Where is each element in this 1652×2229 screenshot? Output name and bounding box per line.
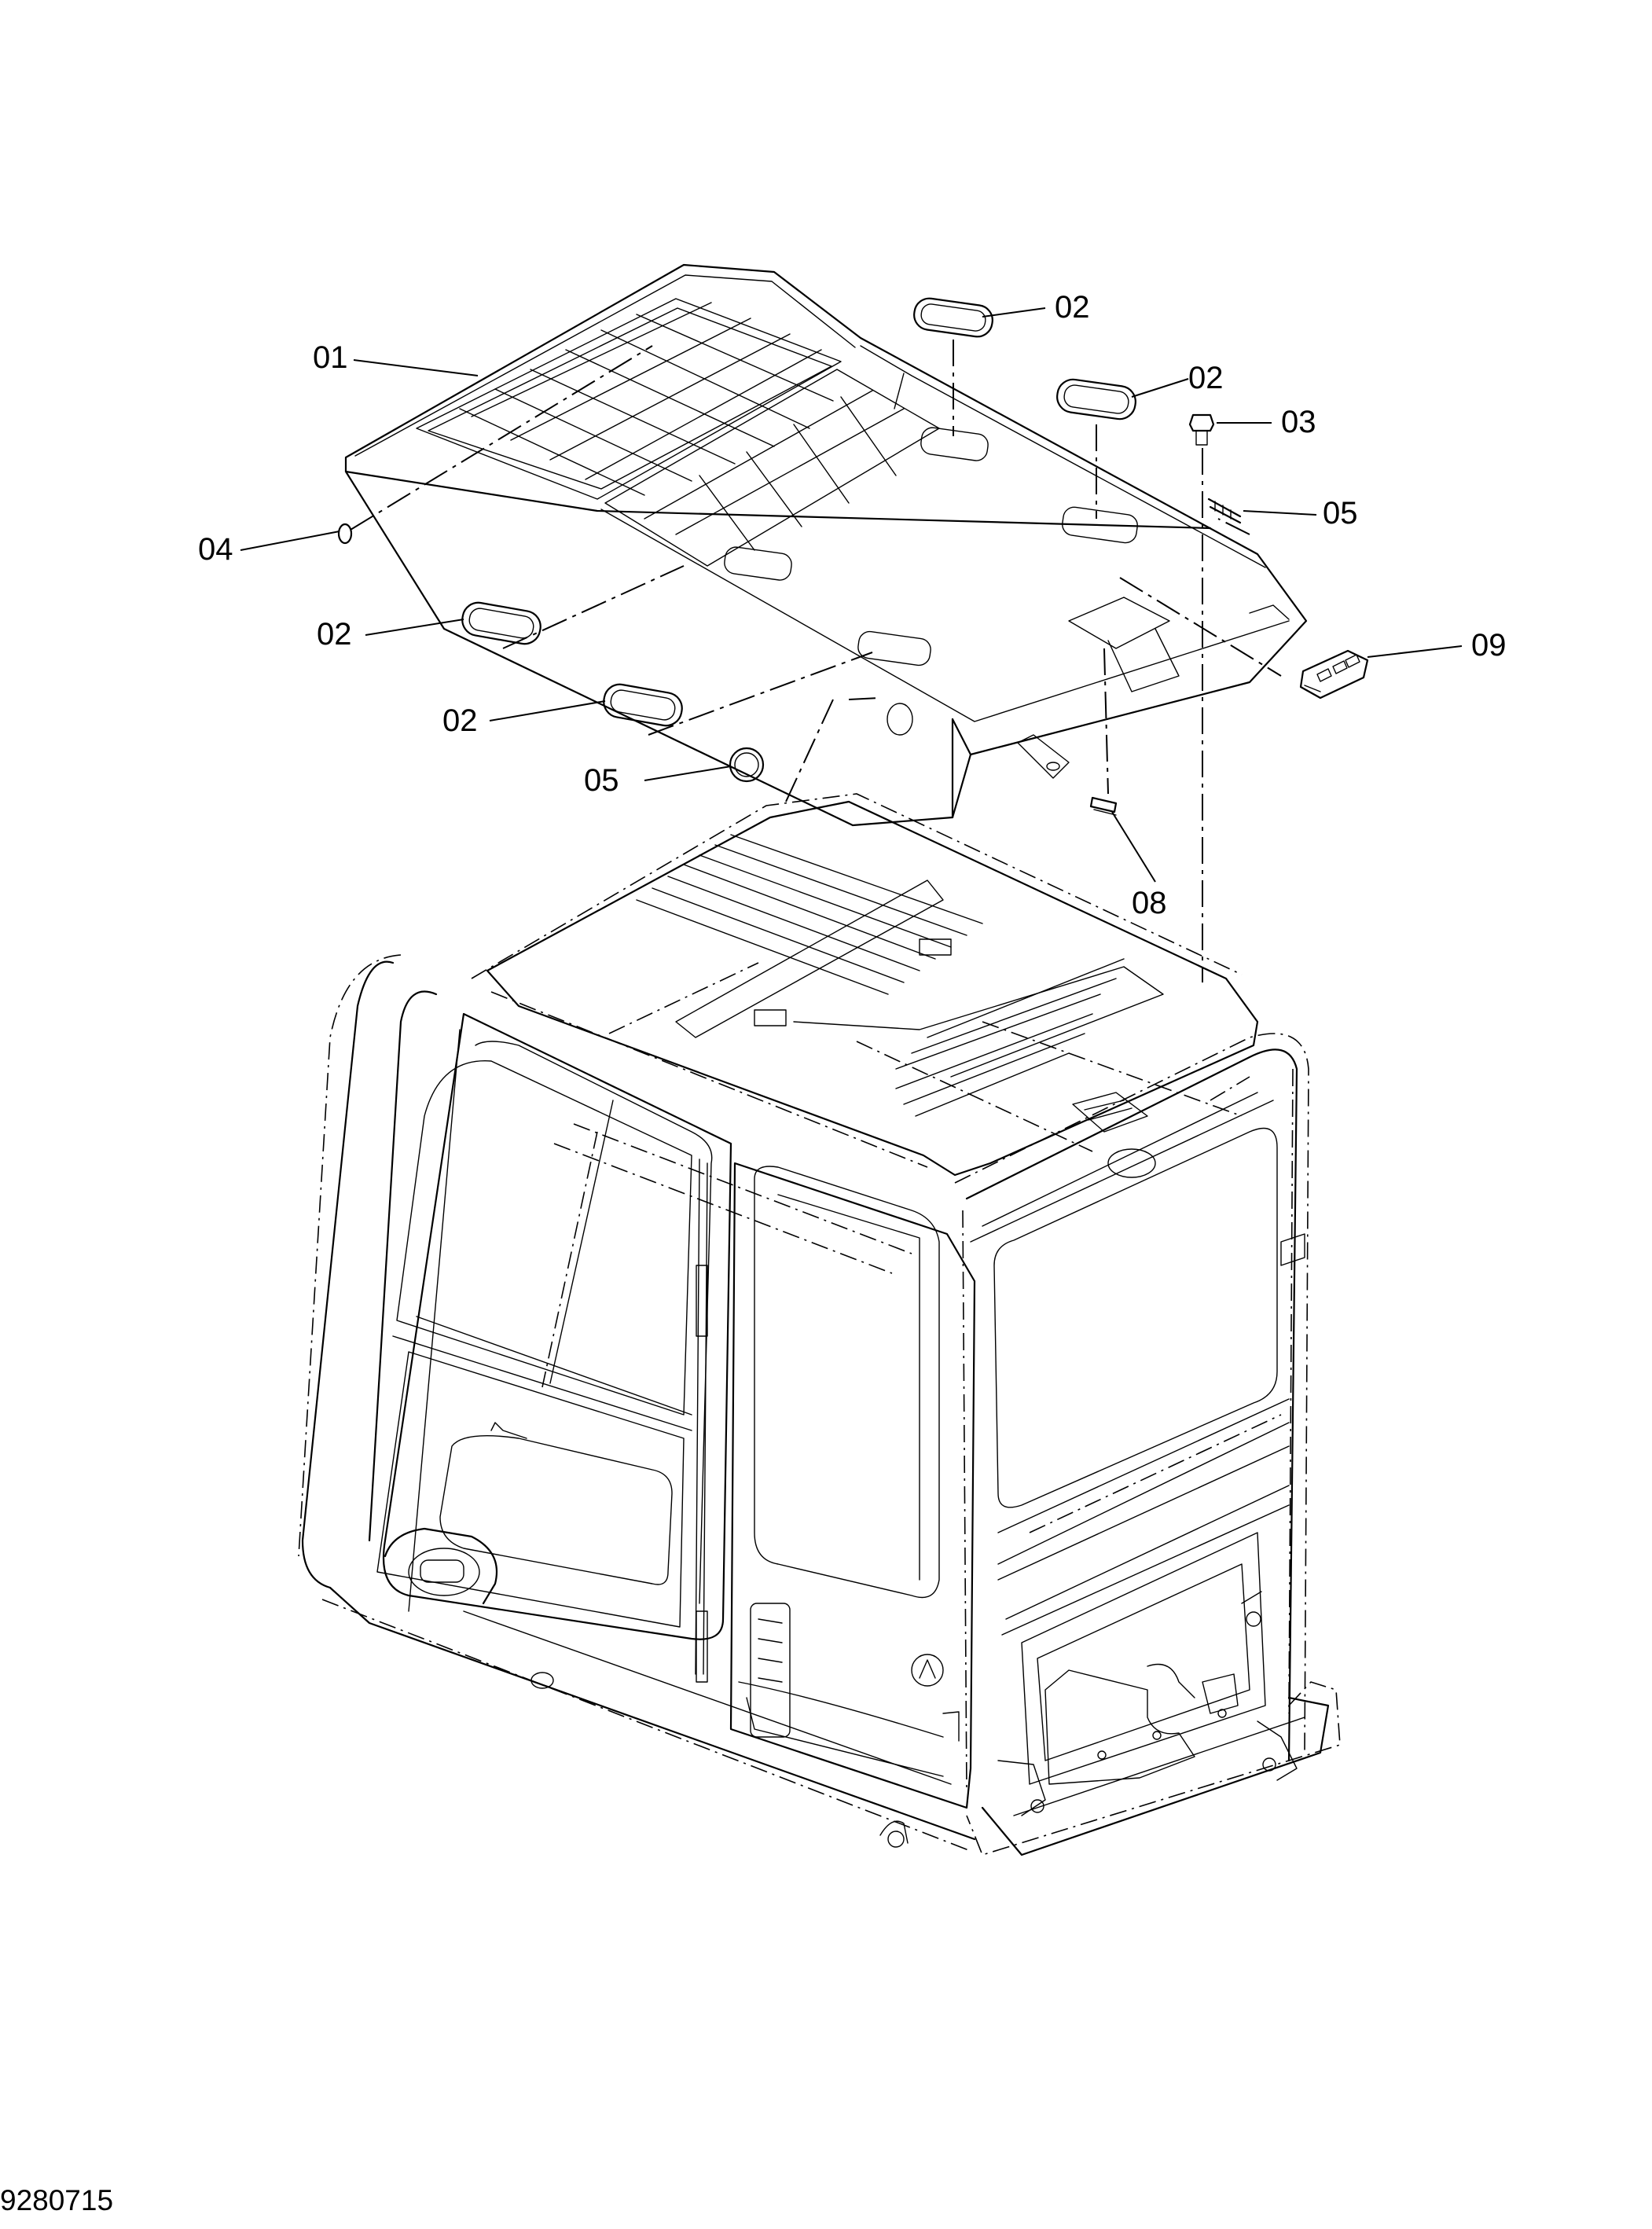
callout-05-seal: 05 — [1323, 496, 1358, 531]
callout-leaders — [240, 307, 1463, 883]
bolt-03 — [1188, 413, 1215, 446]
callout-09: 09 — [1471, 628, 1507, 663]
callout-02-top-b: 02 — [1188, 361, 1224, 395]
callout-08: 08 — [1132, 886, 1167, 920]
callout-03: 03 — [1281, 405, 1316, 439]
callout-05-cap: 05 — [584, 763, 619, 798]
vent-cover-09 — [1299, 649, 1369, 700]
callout-01: 01 — [313, 340, 348, 375]
seal-strip-05 — [1207, 498, 1242, 524]
cap-05 — [729, 747, 765, 783]
callout-labels: 01 02 02 03 04 05 02 02 05 08 09 — [198, 290, 1507, 920]
figure-number: 9280715 — [0, 2184, 113, 2216]
callout-02-left-b: 02 — [442, 703, 478, 738]
cab-body — [298, 793, 1341, 1856]
assembly-center-lines — [350, 340, 1282, 982]
callout-02-left-a: 02 — [317, 617, 352, 652]
gaskets — [461, 297, 1136, 727]
callout-04: 04 — [198, 532, 233, 567]
clip-08 — [1089, 796, 1118, 816]
callout-02-top-a: 02 — [1055, 290, 1090, 325]
clip-04 — [337, 523, 353, 545]
roof-cover — [344, 263, 1308, 827]
